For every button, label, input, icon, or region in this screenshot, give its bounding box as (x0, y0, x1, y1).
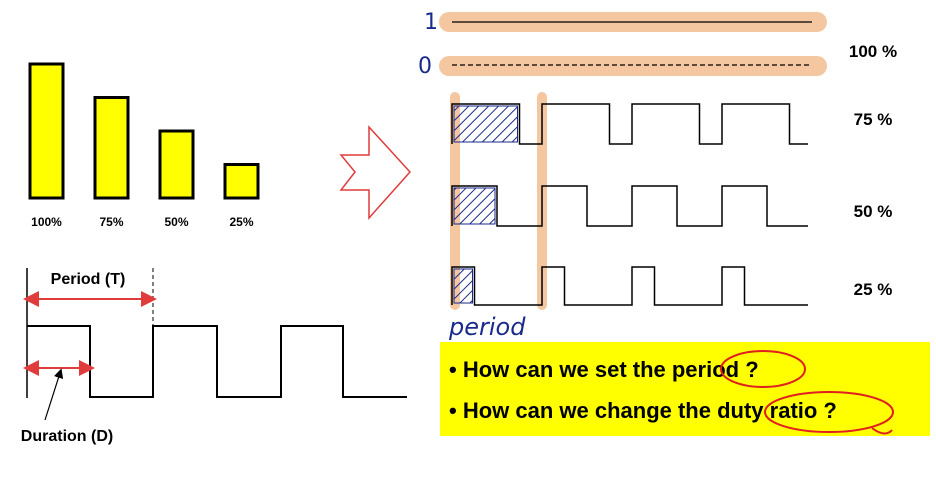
duty-bar-3 (158, 129, 195, 200)
duty-bar-label: 75% (99, 215, 123, 229)
row-label-50: 50 % (854, 202, 893, 221)
level-low-label: 0 (418, 54, 432, 79)
period-handwritten-label: period (448, 313, 526, 341)
duty-bar-label: 25% (229, 215, 253, 229)
right-arrow-icon (339, 125, 412, 220)
pwm-wave-25 (451, 266, 808, 306)
red-circle-tail (871, 427, 893, 435)
duration-label: Duration (D) (21, 428, 113, 445)
hatched-duty-area (453, 187, 496, 225)
row-label-25: 25 % (854, 280, 893, 299)
row-label-100: 100 % (849, 42, 897, 61)
duty-bar-4 (223, 163, 260, 200)
pwm-wave-50 (451, 185, 808, 227)
level-high-label: 1 (424, 10, 438, 35)
duration-pointer (44, 368, 64, 421)
question-box (440, 342, 930, 436)
pwm-waveform (27, 325, 407, 398)
red-circle-duty-ratio (764, 391, 894, 433)
hatched-duty-area (453, 268, 473, 304)
question-change-duty: • How can we change the duty ratio ? (449, 398, 837, 423)
red-circle-period (720, 350, 806, 388)
pwm-wave-75 (451, 103, 808, 145)
hatched-duty-area (453, 105, 518, 143)
duty-bar-label: 50% (164, 215, 188, 229)
row-label-75: 75 % (854, 110, 893, 129)
duty-bar-2 (93, 96, 130, 200)
period-label: Period (T) (51, 271, 126, 288)
question-set-period: • How can we set the period ? (449, 357, 759, 382)
duty-bar-1 (28, 62, 65, 200)
duty-waveforms (451, 103, 808, 306)
duty-level-bars: 100% 75% 50% 25% (28, 62, 260, 229)
duty-bar-label: 100% (31, 215, 62, 229)
pwm-timing-diagram: Period (T) Duration (D) (21, 268, 407, 445)
